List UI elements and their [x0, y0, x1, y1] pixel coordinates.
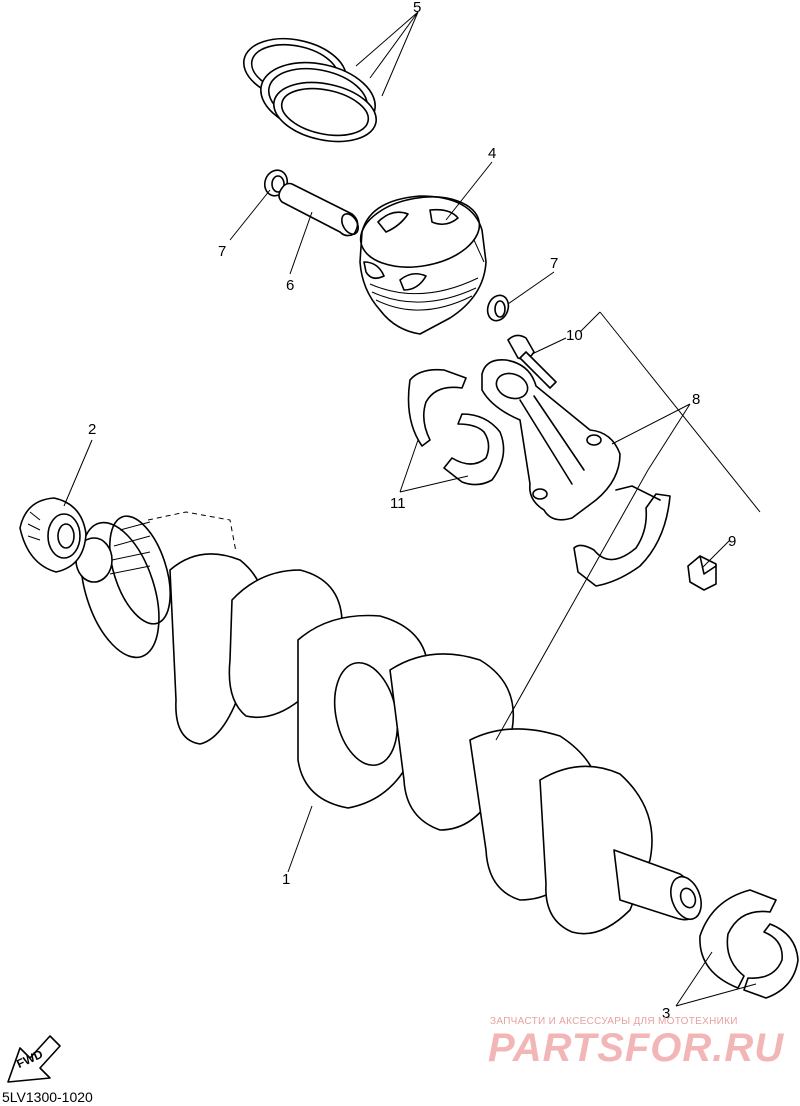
watermark-brand: PARTSFOR.RU	[488, 1026, 785, 1070]
connecting-rod-cap	[573, 485, 671, 587]
connecting-rod-bolt	[507, 334, 557, 389]
callout-7-left: 7	[218, 243, 227, 260]
callout-4: 4	[488, 145, 497, 162]
connecting-rod-nut	[687, 555, 717, 591]
leader-lines	[63, 11, 761, 1007]
callout-1: 1	[282, 871, 291, 888]
callout-5: 5	[413, 0, 422, 16]
big-end-bearing-shells	[407, 368, 505, 486]
piston-rings	[242, 37, 377, 143]
watermark-tagline: ЗАПЧАСТИ И АКСЕССУАРЫ ДЛЯ МОТОТЕХНИКИ	[490, 1016, 738, 1027]
callout-8: 8	[692, 391, 701, 408]
crankshaft-main-bearing	[699, 889, 799, 999]
callout-6: 6	[286, 277, 295, 294]
crankshaft	[75, 511, 702, 935]
callout-9: 9	[728, 533, 737, 550]
diagram-code: 5LV1300-1020	[2, 1089, 93, 1105]
piston-pin	[278, 182, 359, 237]
piston-pin-clip-right	[486, 294, 510, 322]
piston	[359, 195, 487, 335]
crankshaft-oil-seal	[19, 497, 87, 573]
callout-10: 10	[566, 327, 583, 344]
callout-3: 3	[662, 1005, 671, 1022]
callout-2: 2	[88, 421, 97, 438]
callout-11: 11	[390, 495, 406, 512]
fwd-arrow-icon	[7, 1035, 61, 1083]
connecting-rod	[481, 358, 621, 521]
callout-7-right: 7	[550, 255, 559, 272]
